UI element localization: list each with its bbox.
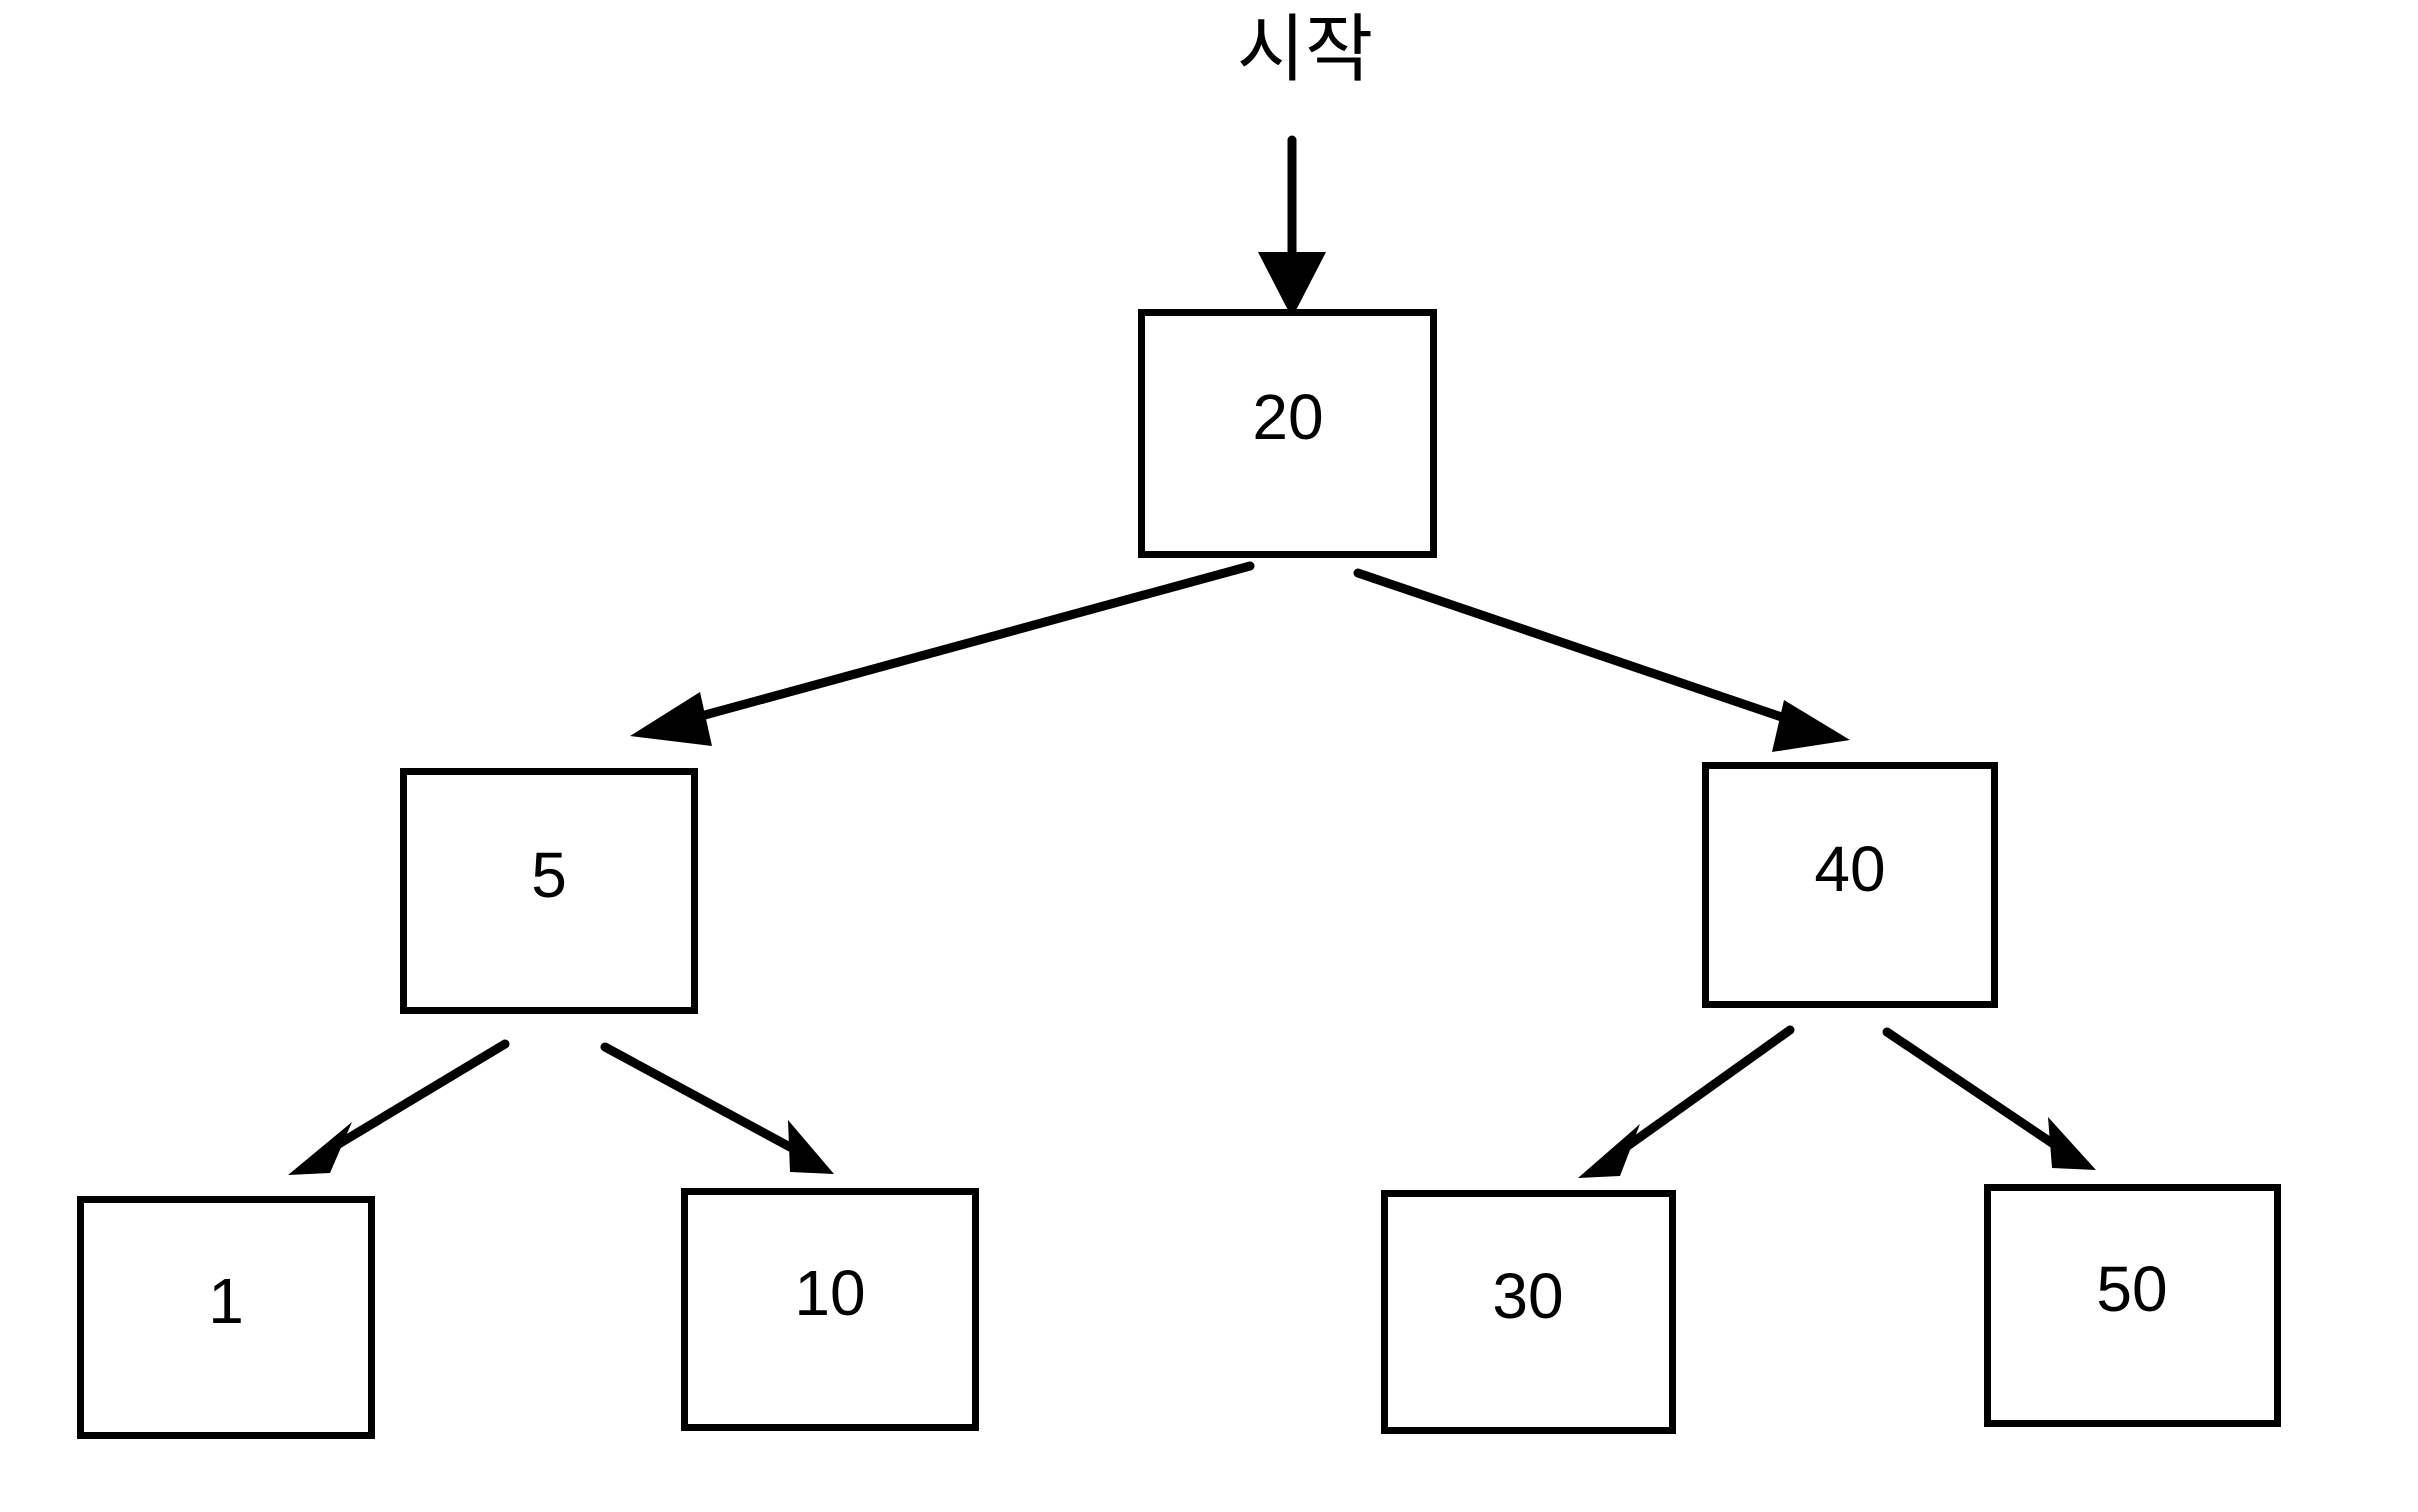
arrowhead-root-to-left — [630, 692, 712, 746]
node-box-rl[interactable] — [1381, 1190, 1676, 1434]
edge-right-to-rr — [1882, 1027, 2096, 1170]
arrowhead-right-to-rl — [1578, 1124, 1640, 1178]
edge-line-left-to-ll — [327, 1039, 510, 1153]
edge-right-to-rl — [1578, 1025, 1795, 1178]
nodes-layer: 20 5 40 1 10 30 — [77, 309, 2281, 1439]
tree-node-lr[interactable]: 10 — [681, 1188, 979, 1431]
edge-line-left-to-lr — [600, 1042, 795, 1152]
arrowhead-left-to-lr — [788, 1120, 834, 1174]
edge-root-to-right — [1353, 568, 1850, 752]
node-box-right[interactable] — [1702, 762, 1998, 1008]
start-label: 시작 — [1237, 8, 1373, 91]
node-label-left: 5 — [531, 839, 567, 911]
tree-node-ll[interactable]: 1 — [77, 1196, 375, 1439]
node-box-left[interactable] — [400, 768, 698, 1014]
tree-node-rr[interactable]: 50 — [1984, 1184, 2281, 1427]
node-box-root[interactable] — [1138, 309, 1437, 558]
node-label-rl: 30 — [1492, 1260, 1563, 1332]
tree-node-left[interactable]: 5 — [400, 768, 698, 1014]
edge-line-root-to-left — [667, 561, 1255, 729]
edge-left-to-lr — [600, 1042, 834, 1174]
node-label-root: 20 — [1252, 381, 1323, 453]
node-label-lr: 10 — [794, 1257, 865, 1329]
edge-root-to-left — [630, 561, 1255, 746]
node-label-right: 40 — [1814, 833, 1885, 905]
arrowhead-start-to-root — [1258, 252, 1326, 318]
arrowhead-root-to-right — [1772, 700, 1850, 752]
arrowhead-left-to-ll — [288, 1122, 352, 1175]
edge-line-right-to-rr — [1882, 1027, 2057, 1148]
edge-left-to-ll — [288, 1039, 510, 1175]
tree-node-right[interactable]: 40 — [1702, 762, 1998, 1008]
edges-layer — [288, 135, 2096, 1178]
node-label-rr: 50 — [2096, 1253, 2167, 1325]
edge-line-root-to-right — [1353, 568, 1813, 731]
node-label-ll: 1 — [208, 1265, 244, 1337]
node-box-ll[interactable] — [77, 1196, 375, 1439]
tree-node-root[interactable]: 20 — [1138, 309, 1437, 558]
edge-start-to-root — [1258, 135, 1326, 318]
arrowhead-right-to-rr — [2048, 1117, 2096, 1170]
node-box-rr[interactable] — [1984, 1184, 2281, 1427]
node-box-lr[interactable] — [681, 1188, 979, 1431]
tree-node-rl[interactable]: 30 — [1381, 1190, 1676, 1434]
edge-line-right-to-rl — [1617, 1025, 1795, 1155]
